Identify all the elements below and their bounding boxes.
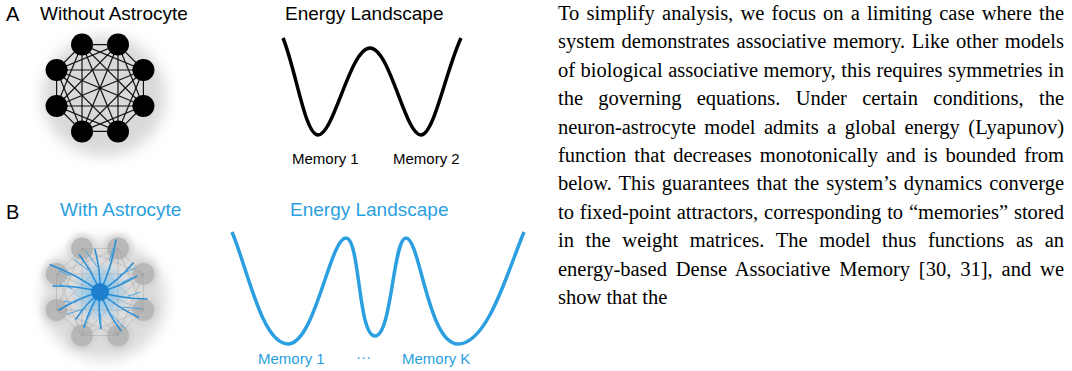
panel-title: Energy Landscape <box>290 199 448 221</box>
synapse-line <box>81 45 82 132</box>
astrocyte-process <box>73 259 87 270</box>
synapse-line <box>57 69 144 70</box>
neuron <box>46 59 68 81</box>
neuron <box>107 120 129 142</box>
neuron <box>132 59 154 81</box>
memory-label: Memory 2 <box>393 150 460 167</box>
panel-letter: A <box>6 3 19 26</box>
astrocyte-process <box>110 249 113 261</box>
memory-label: Memory 1 <box>292 150 359 167</box>
astrocyte-process <box>100 314 101 326</box>
neuron <box>46 95 68 117</box>
synapse-line <box>57 105 144 106</box>
synapse-line <box>82 335 118 336</box>
panel-letter: B <box>6 201 19 224</box>
astrocyte-process <box>83 313 90 326</box>
panel-title: With Astrocyte <box>60 199 181 221</box>
neuron <box>107 34 129 56</box>
energy-curve <box>232 232 524 344</box>
synapse-line <box>82 45 118 132</box>
astrocyte-process <box>60 284 72 288</box>
ellipsis-label: ··· <box>356 348 371 365</box>
neuron <box>71 120 93 142</box>
synapse-line <box>118 249 143 274</box>
memory-label: Memory K <box>402 350 470 367</box>
astrocyte-process <box>122 278 132 283</box>
astrocyte-process <box>123 307 142 308</box>
panel-title: Energy Landscape <box>285 3 443 25</box>
shadow <box>42 36 166 156</box>
astrocyte-process <box>64 301 76 303</box>
synapse-line <box>57 249 82 274</box>
astrocyte-process <box>67 308 86 314</box>
neuron <box>71 34 93 56</box>
synapse-line <box>143 274 144 310</box>
neuron-network <box>42 34 166 156</box>
astrocyte-process <box>128 292 140 296</box>
astrocyte-process <box>120 268 135 275</box>
neuron <box>132 95 154 117</box>
body-text: To simplify analysis, we focus on a limi… <box>558 0 1064 311</box>
astrocyte-process <box>59 271 70 276</box>
astrocyte-soma <box>91 283 109 301</box>
astrocyte-process <box>113 315 125 328</box>
panel-title: Without Astrocyte <box>40 3 188 25</box>
neuron-astrocyte-network <box>42 234 166 360</box>
energy-curve <box>283 38 461 135</box>
synapse-line <box>117 45 118 132</box>
astrocyte-process <box>86 251 97 267</box>
synapse-line <box>56 274 57 310</box>
memory-label: Memory 1 <box>258 350 325 367</box>
shadow <box>42 240 166 360</box>
